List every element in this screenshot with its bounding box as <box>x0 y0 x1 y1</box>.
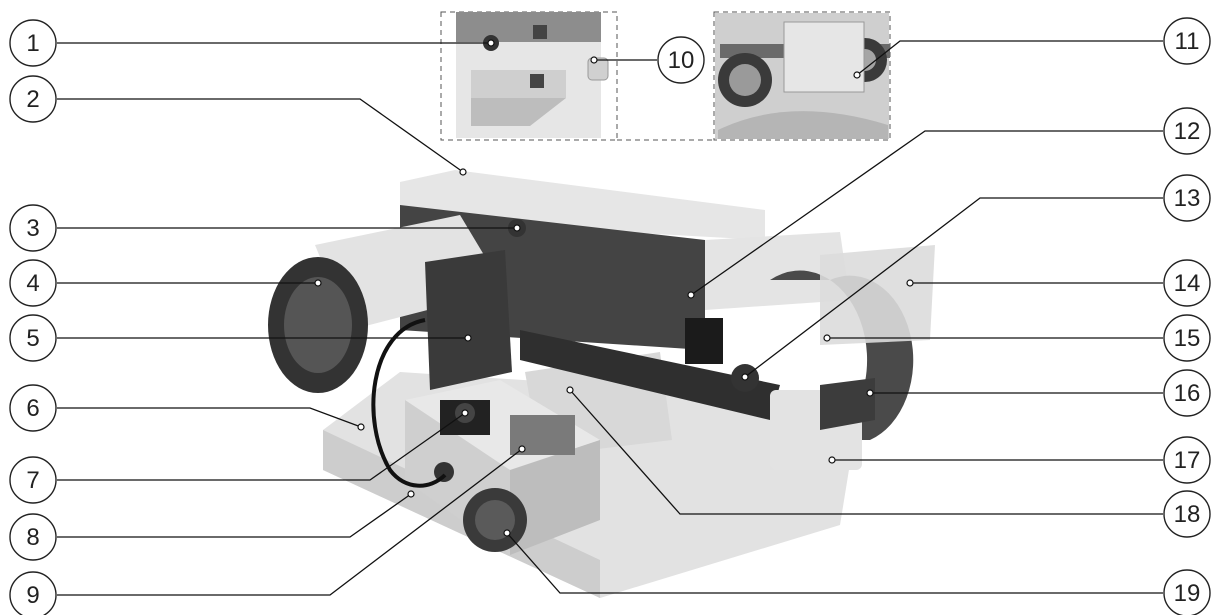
svg-text:17: 17 <box>1174 447 1201 474</box>
callout-14: 14 <box>1163 259 1211 307</box>
callout-13: 13 <box>1163 174 1211 222</box>
svg-text:2: 2 <box>26 86 39 113</box>
belt-sander-illustration <box>268 170 935 598</box>
svg-text:16: 16 <box>1174 380 1201 407</box>
callout-6: 6 <box>9 384 57 432</box>
callout-16: 16 <box>1163 369 1211 417</box>
leader-lines <box>57 40 1163 596</box>
inset-detail-right <box>713 11 891 141</box>
svg-text:3: 3 <box>26 215 39 242</box>
callout-5: 5 <box>9 314 57 362</box>
callout-2: 2 <box>9 75 57 123</box>
callout-18: 18 <box>1163 490 1211 538</box>
svg-text:14: 14 <box>1174 270 1201 297</box>
svg-text:7: 7 <box>26 467 39 494</box>
callout-10: 10 <box>657 36 705 84</box>
inset-detail-left <box>440 11 618 141</box>
svg-text:11: 11 <box>1175 28 1200 55</box>
svg-text:9: 9 <box>26 582 39 609</box>
callout-8: 8 <box>9 513 57 561</box>
callout-15: 15 <box>1163 314 1211 362</box>
svg-text:5: 5 <box>26 325 39 352</box>
svg-text:1: 1 <box>26 30 39 57</box>
svg-text:6: 6 <box>26 395 39 422</box>
svg-text:18: 18 <box>1174 501 1201 528</box>
svg-text:4: 4 <box>26 270 39 297</box>
svg-text:8: 8 <box>26 524 39 551</box>
callout-11: 11 <box>1163 17 1211 65</box>
svg-text:15: 15 <box>1174 325 1201 352</box>
callout-19: 19 <box>1163 569 1211 615</box>
svg-text:12: 12 <box>1174 118 1201 145</box>
callout-4: 4 <box>9 259 57 307</box>
callout-9: 9 <box>9 571 57 615</box>
callout-7: 7 <box>9 456 57 504</box>
callout-3: 3 <box>9 204 57 252</box>
callout-17: 17 <box>1163 436 1211 484</box>
svg-text:10: 10 <box>668 47 695 74</box>
svg-text:13: 13 <box>1174 185 1201 212</box>
callout-1: 1 <box>9 19 57 67</box>
leader-dots <box>314 39 914 537</box>
callout-12: 12 <box>1163 107 1211 155</box>
svg-text:19: 19 <box>1174 580 1201 607</box>
